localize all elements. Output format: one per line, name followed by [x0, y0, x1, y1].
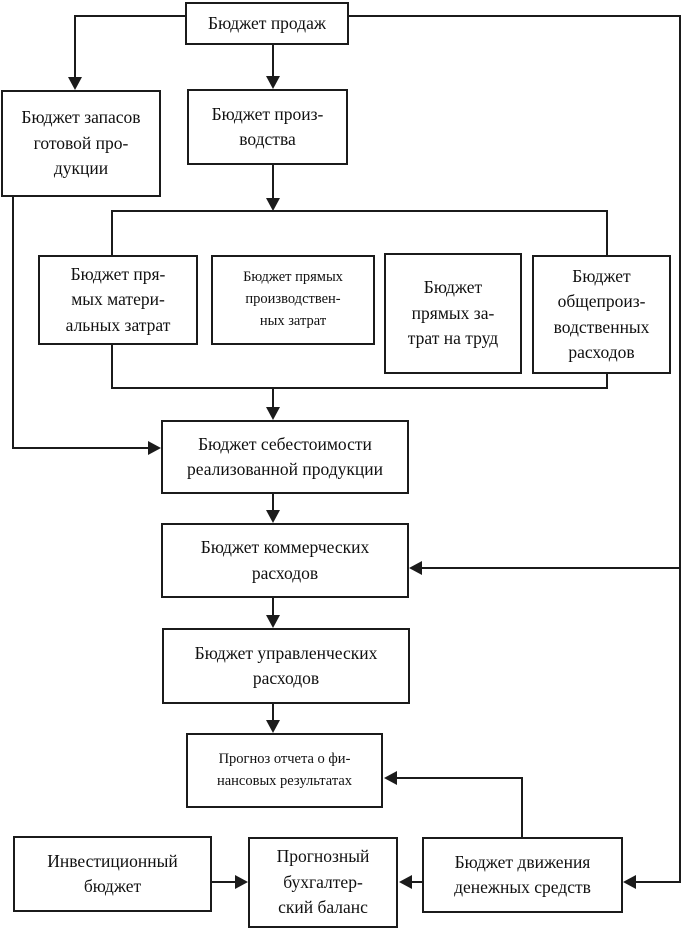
arrowhead-into-management [266, 615, 280, 628]
node-forecast-balance-sheet: Прогнозный бухгалтер- ский баланс [248, 837, 398, 928]
node-finished-goods-inventory-budget: Бюджет запасов готовой про- дукции [1, 90, 161, 197]
arrowhead-into-balance-right [399, 875, 412, 889]
node-commercial-expenses-budget-label: Бюджет коммерческих расходов [200, 537, 370, 583]
node-direct-labor-budget-label: Бюджет прямых за- трат на труд [407, 277, 499, 349]
arrowhead-into-forecast-top [266, 720, 280, 733]
arrowhead-into-commercial-right [409, 561, 422, 575]
arrowhead-into-inventory [68, 77, 82, 90]
arrowhead-into-cogs-top [266, 407, 280, 420]
node-direct-materials-budget-label: Бюджет пря- мых матери- альных затрат [65, 263, 171, 335]
node-sales-budget-label: Бюджет продаж [208, 12, 326, 33]
node-direct-materials-budget: Бюджет пря- мых матери- альных затрат [38, 255, 198, 345]
arrowhead-into-production [266, 76, 280, 89]
node-direct-labor-budget: Бюджет прямых за- трат на труд [384, 253, 522, 374]
node-commercial-expenses-budget: Бюджет коммерческих расходов [161, 523, 409, 598]
node-direct-production-costs-budget-label: Бюджет прямых производствен- ных затрат [243, 269, 343, 329]
node-cash-flow-budget-label: Бюджет движения денежных средств [454, 851, 591, 897]
arrowhead-into-commercial-top [266, 510, 280, 523]
node-management-expenses-budget: Бюджет управленческих расходов [162, 628, 410, 704]
node-management-expenses-budget-label: Бюджет управленческих расходов [194, 642, 378, 688]
node-cost-of-goods-sold-budget: Бюджет себестоимости реализованной проду… [161, 420, 409, 494]
node-overhead-budget-label: Бюджет общепроиз- водственных расходов [553, 265, 650, 362]
node-direct-production-costs-budget: Бюджет прямых производствен- ных затрат [211, 255, 375, 345]
node-cost-of-goods-sold-budget-label: Бюджет себестоимости реализованной проду… [187, 433, 383, 479]
node-production-budget: Бюджет произ- водства [187, 89, 348, 165]
node-investment-budget: Инвестиционный бюджет [13, 836, 212, 912]
node-forecast-balance-sheet-label: Прогнозный бухгалтер- ский баланс [276, 846, 370, 918]
node-sales-budget: Бюджет продаж [185, 2, 349, 45]
node-cash-flow-budget: Бюджет движения денежных средств [422, 837, 623, 913]
arrowhead-into-balance-left [235, 875, 248, 889]
node-investment-budget-label: Инвестиционный бюджет [47, 850, 178, 896]
node-overhead-budget: Бюджет общепроиз- водственных расходов [532, 255, 671, 374]
node-production-budget-label: Бюджет произ- водства [211, 103, 324, 149]
arrowhead-into-cashflow-right [623, 875, 636, 889]
node-financial-results-forecast-label: Прогноз отчета о фи- нансовых результата… [216, 750, 353, 789]
arrowhead-into-forecast-right [384, 771, 397, 785]
arrowhead-into-top-bus [266, 198, 280, 211]
node-finished-goods-inventory-budget-label: Бюджет запасов готовой про- дукции [21, 107, 141, 179]
node-financial-results-forecast: Прогноз отчета о фи- нансовых результата… [186, 733, 383, 808]
arrowhead-into-cogs-left [148, 441, 161, 455]
